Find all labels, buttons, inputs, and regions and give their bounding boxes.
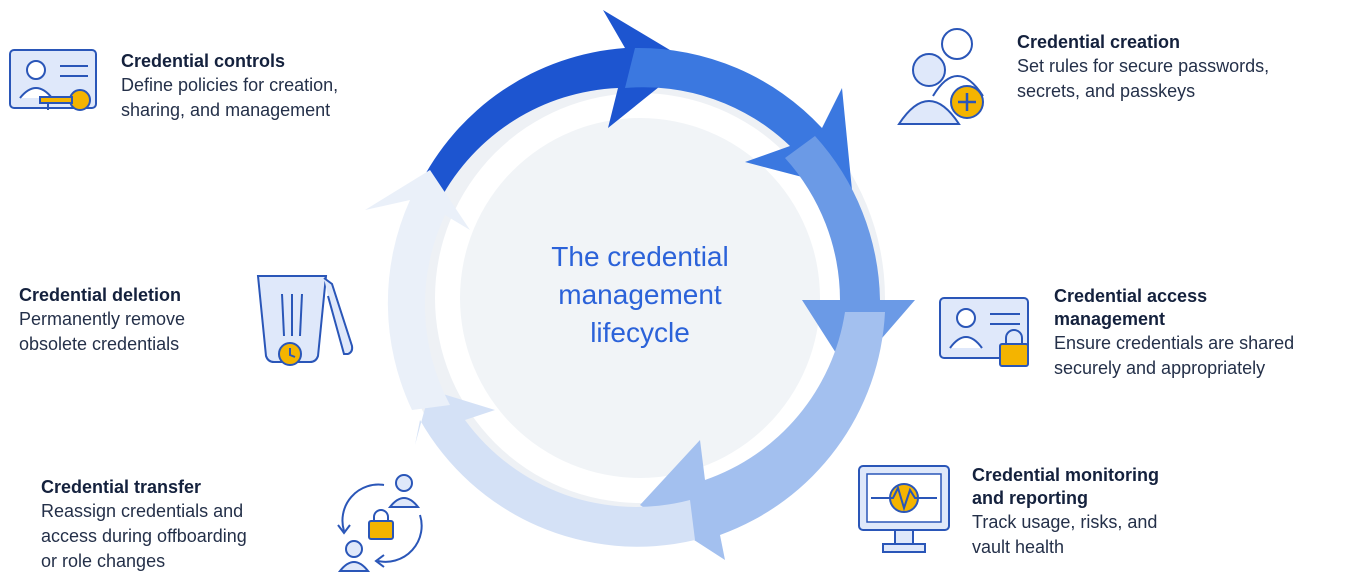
step-title: Credential transfer [41, 477, 202, 497]
step-title: Credential monitoring [972, 465, 1160, 485]
step-credential-transfer: Credential transfer Reassign credentials… [41, 476, 247, 574]
id-card-key-icon [8, 48, 100, 120]
step-desc: Reassign credentials and [41, 501, 244, 521]
step-desc: access during offboarding [41, 526, 247, 546]
step-desc: sharing, and management [121, 100, 331, 120]
step-title: management [1054, 309, 1166, 329]
arrow-monitoring-to-transfer [640, 312, 885, 560]
transfer-users-icon [334, 473, 428, 573]
step-title: Credential controls [121, 51, 286, 71]
step-credential-monitoring: Credential monitoring and reporting Trac… [972, 464, 1159, 560]
step-desc: Ensure credentials are shared [1054, 333, 1295, 353]
step-credential-deletion: Credential deletion Permanently remove o… [19, 284, 185, 357]
step-desc: Permanently remove [19, 309, 186, 329]
step-title: Credential deletion [19, 285, 182, 305]
arrow-transfer-to-deletion [415, 390, 695, 547]
arrow-deletion-to-controls [365, 170, 470, 410]
step-title: Credential access [1054, 286, 1208, 306]
step-desc: or role changes [41, 551, 166, 571]
step-desc: secrets, and passkeys [1017, 81, 1196, 101]
arrow-controls-to-creation [418, 10, 690, 200]
center-title: The credential management lifecycle [551, 241, 729, 348]
step-desc: vault health [972, 537, 1065, 557]
center-disc [460, 118, 820, 478]
add-user-icon [895, 26, 995, 128]
trash-clock-icon [256, 272, 356, 368]
step-desc: Define policies for creation, [121, 75, 339, 95]
monitor-pulse-icon [857, 464, 953, 560]
step-credential-access: Credential access management Ensure cred… [1054, 285, 1294, 381]
id-card-lock-icon [938, 296, 1038, 370]
step-title: and reporting [972, 488, 1088, 508]
step-credential-creation: Credential creation Set rules for secure… [1017, 31, 1269, 104]
step-desc: securely and appropriately [1054, 358, 1266, 378]
step-desc: Track usage, risks, and [972, 512, 1158, 532]
step-credential-controls: Credential controls Define policies for … [121, 50, 338, 123]
step-desc: Set rules for secure passwords, [1017, 56, 1270, 76]
step-title: Credential creation [1017, 32, 1181, 52]
step-desc: obsolete credentials [19, 334, 180, 354]
